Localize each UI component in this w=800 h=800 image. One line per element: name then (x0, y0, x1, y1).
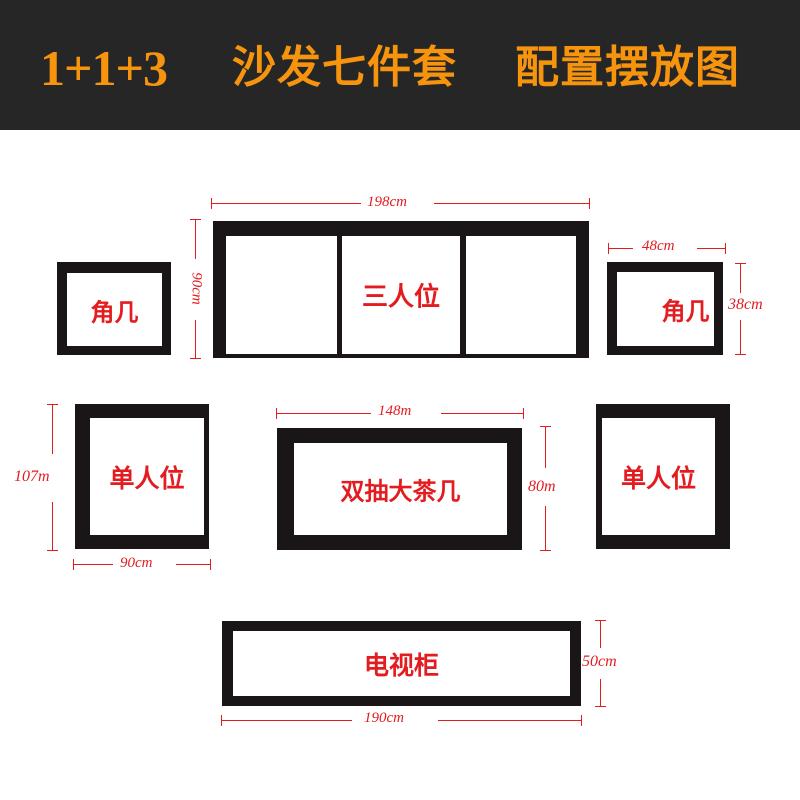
title-number: 1+1+3 (40, 40, 168, 96)
sofa-depth-label: 90cm (188, 272, 205, 305)
dimension-line (52, 404, 53, 454)
coffee-table-width-label: 148m (378, 403, 412, 419)
dimension-tick (276, 408, 277, 419)
single-seat-width-label: 90cm (120, 555, 153, 571)
corner-table-left-label: 角几 (90, 298, 139, 326)
dimension-line (221, 720, 352, 721)
dimension-tick (595, 706, 606, 707)
dimension-line (545, 426, 546, 468)
dimension-tick (608, 243, 609, 254)
sofa-width-label: 198cm (367, 194, 407, 210)
three-seat-sofa: 三人位 (213, 221, 589, 358)
coffee-table: 双抽大茶几 (277, 428, 522, 550)
dimension-tick (73, 559, 74, 570)
dimension-tick (523, 408, 524, 419)
dimension-line (276, 413, 371, 414)
dimension-tick (735, 263, 746, 264)
dimension-tick (190, 358, 201, 359)
single-seat-left: 单人位 (75, 404, 209, 549)
dimension-tick (725, 243, 726, 254)
dimension-line (434, 203, 589, 204)
tv-cabinet: 电视柜 (222, 621, 581, 706)
title-part1: 沙发七件套 (232, 42, 457, 93)
coffee-table-depth-label: 80m (528, 478, 556, 495)
dimension-tick (735, 354, 746, 355)
dimension-tick (211, 198, 212, 209)
dimension-line (438, 720, 581, 721)
dimension-line (211, 203, 361, 204)
dimension-line (600, 679, 601, 706)
dimension-tick (540, 550, 551, 551)
dimension-tick (595, 620, 606, 621)
seat-divider (460, 236, 466, 354)
corner-table-left: 角几 (57, 262, 171, 355)
dimension-line (545, 506, 546, 550)
header-banner: 1+1+3 沙发七件套 配置摆放图 (0, 0, 800, 130)
dimension-line (608, 248, 633, 249)
dimension-line (740, 320, 741, 354)
dimension-line (740, 263, 741, 293)
dimension-tick (47, 404, 58, 405)
corner-table-right: 角几 (607, 262, 723, 355)
single-seat-right-label: 单人位 (620, 463, 696, 493)
dimension-line (176, 564, 210, 565)
tv-cabinet-label: 电视柜 (363, 650, 439, 680)
dimension-tick (581, 715, 582, 726)
dimension-line (195, 320, 196, 358)
corner-depth-label: 38cm (728, 296, 763, 313)
dimension-line (195, 219, 196, 259)
dimension-tick (589, 198, 590, 209)
coffee-table-label: 双抽大茶几 (340, 477, 461, 506)
dimension-line (697, 248, 725, 249)
dimension-tick (221, 715, 222, 726)
single-seat-height-label: 107m (14, 468, 50, 485)
tv-cabinet-width-label: 190cm (364, 710, 404, 726)
dimension-line (600, 620, 601, 648)
corner-width-label: 48cm (642, 238, 675, 254)
single-seat-right: 单人位 (596, 404, 730, 549)
corner-table-right-label: 角几 (661, 297, 710, 326)
dimension-tick (540, 426, 551, 427)
page-title: 1+1+3 沙发七件套 配置摆放图 (0, 38, 800, 98)
dimension-line (441, 413, 524, 414)
tv-cabinet-depth-label: 50cm (582, 653, 617, 670)
dimension-line (73, 564, 113, 565)
three-seat-sofa-label: 三人位 (361, 282, 440, 313)
seat-divider (337, 236, 342, 354)
title-part2: 配置摆放图 (515, 42, 740, 93)
dimension-tick (210, 559, 211, 570)
dimension-line (52, 502, 53, 550)
single-seat-left-label: 单人位 (109, 463, 185, 493)
dimension-tick (47, 550, 58, 551)
dimension-tick (190, 219, 201, 220)
